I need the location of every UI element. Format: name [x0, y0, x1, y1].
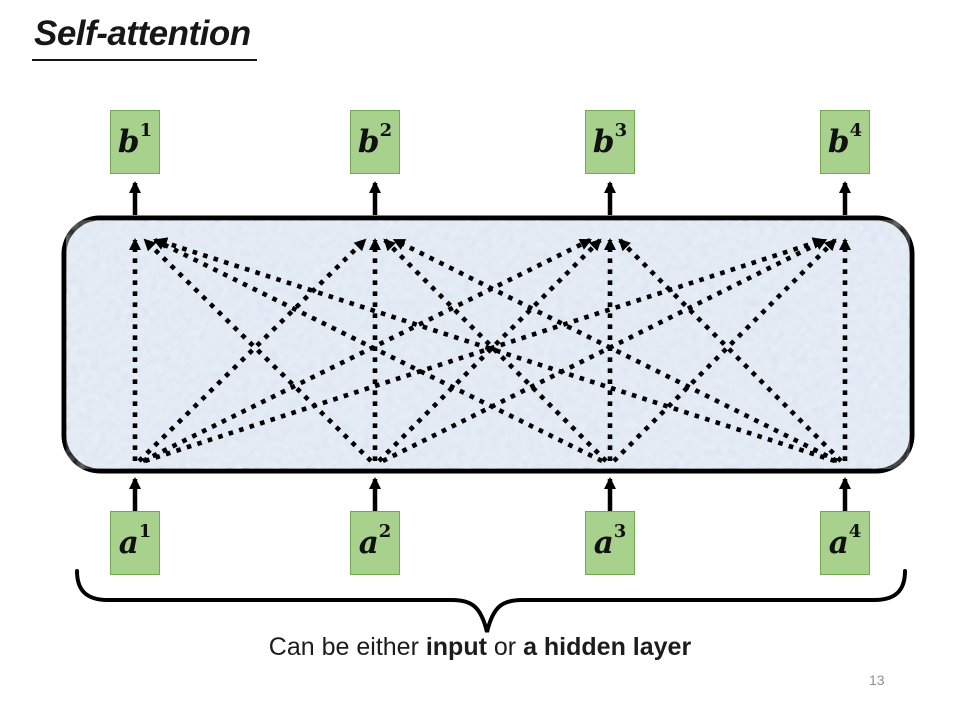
attention-link-a4-b3: [618, 238, 843, 463]
caption-middle: or: [486, 633, 524, 661]
attention-link-a2-b3: [377, 238, 602, 463]
node-a3-sup: 3: [613, 521, 627, 542]
caption-bold-input: input: [425, 633, 487, 661]
node-a2-sup: 2: [378, 521, 392, 542]
node-b1-sup: 1: [139, 120, 153, 141]
node-b2-sup: 2: [379, 120, 393, 141]
node-a4-sup: 4: [848, 521, 862, 542]
node-b2-letter: b: [357, 123, 380, 160]
node-b4-sup: 4: [849, 120, 863, 141]
attention-links: [129, 181, 851, 513]
page-number: 13: [869, 672, 885, 688]
caption-bold-hidden-layer: a hidden layer: [523, 633, 692, 661]
page-title: Self-attention: [32, 14, 257, 61]
caption: Can be either input or a hidden layer: [0, 633, 960, 662]
attention-link-a1-b4: [144, 237, 825, 464]
node-a4-letter: a: [828, 524, 849, 561]
attention-link-a2-b1: [143, 238, 373, 463]
node-a3-letter: a: [593, 524, 614, 561]
attention-link-a3-b2: [383, 238, 608, 463]
caption-prefix: Can be either: [268, 633, 426, 661]
node-b3-sup: 3: [614, 120, 628, 141]
attention-link-a3-b4: [612, 238, 837, 463]
node-a1-letter: a: [118, 524, 139, 561]
attention-link-a4-b1: [155, 237, 836, 464]
underbrace: [75, 569, 907, 633]
node-a2-letter: a: [358, 524, 379, 561]
node-a1-sup: 1: [138, 521, 152, 542]
node-b4-letter: b: [827, 123, 850, 160]
attention-link-a1-b2: [137, 238, 367, 463]
node-b3-letter: b: [592, 123, 615, 160]
node-b1-letter: b: [117, 123, 140, 160]
